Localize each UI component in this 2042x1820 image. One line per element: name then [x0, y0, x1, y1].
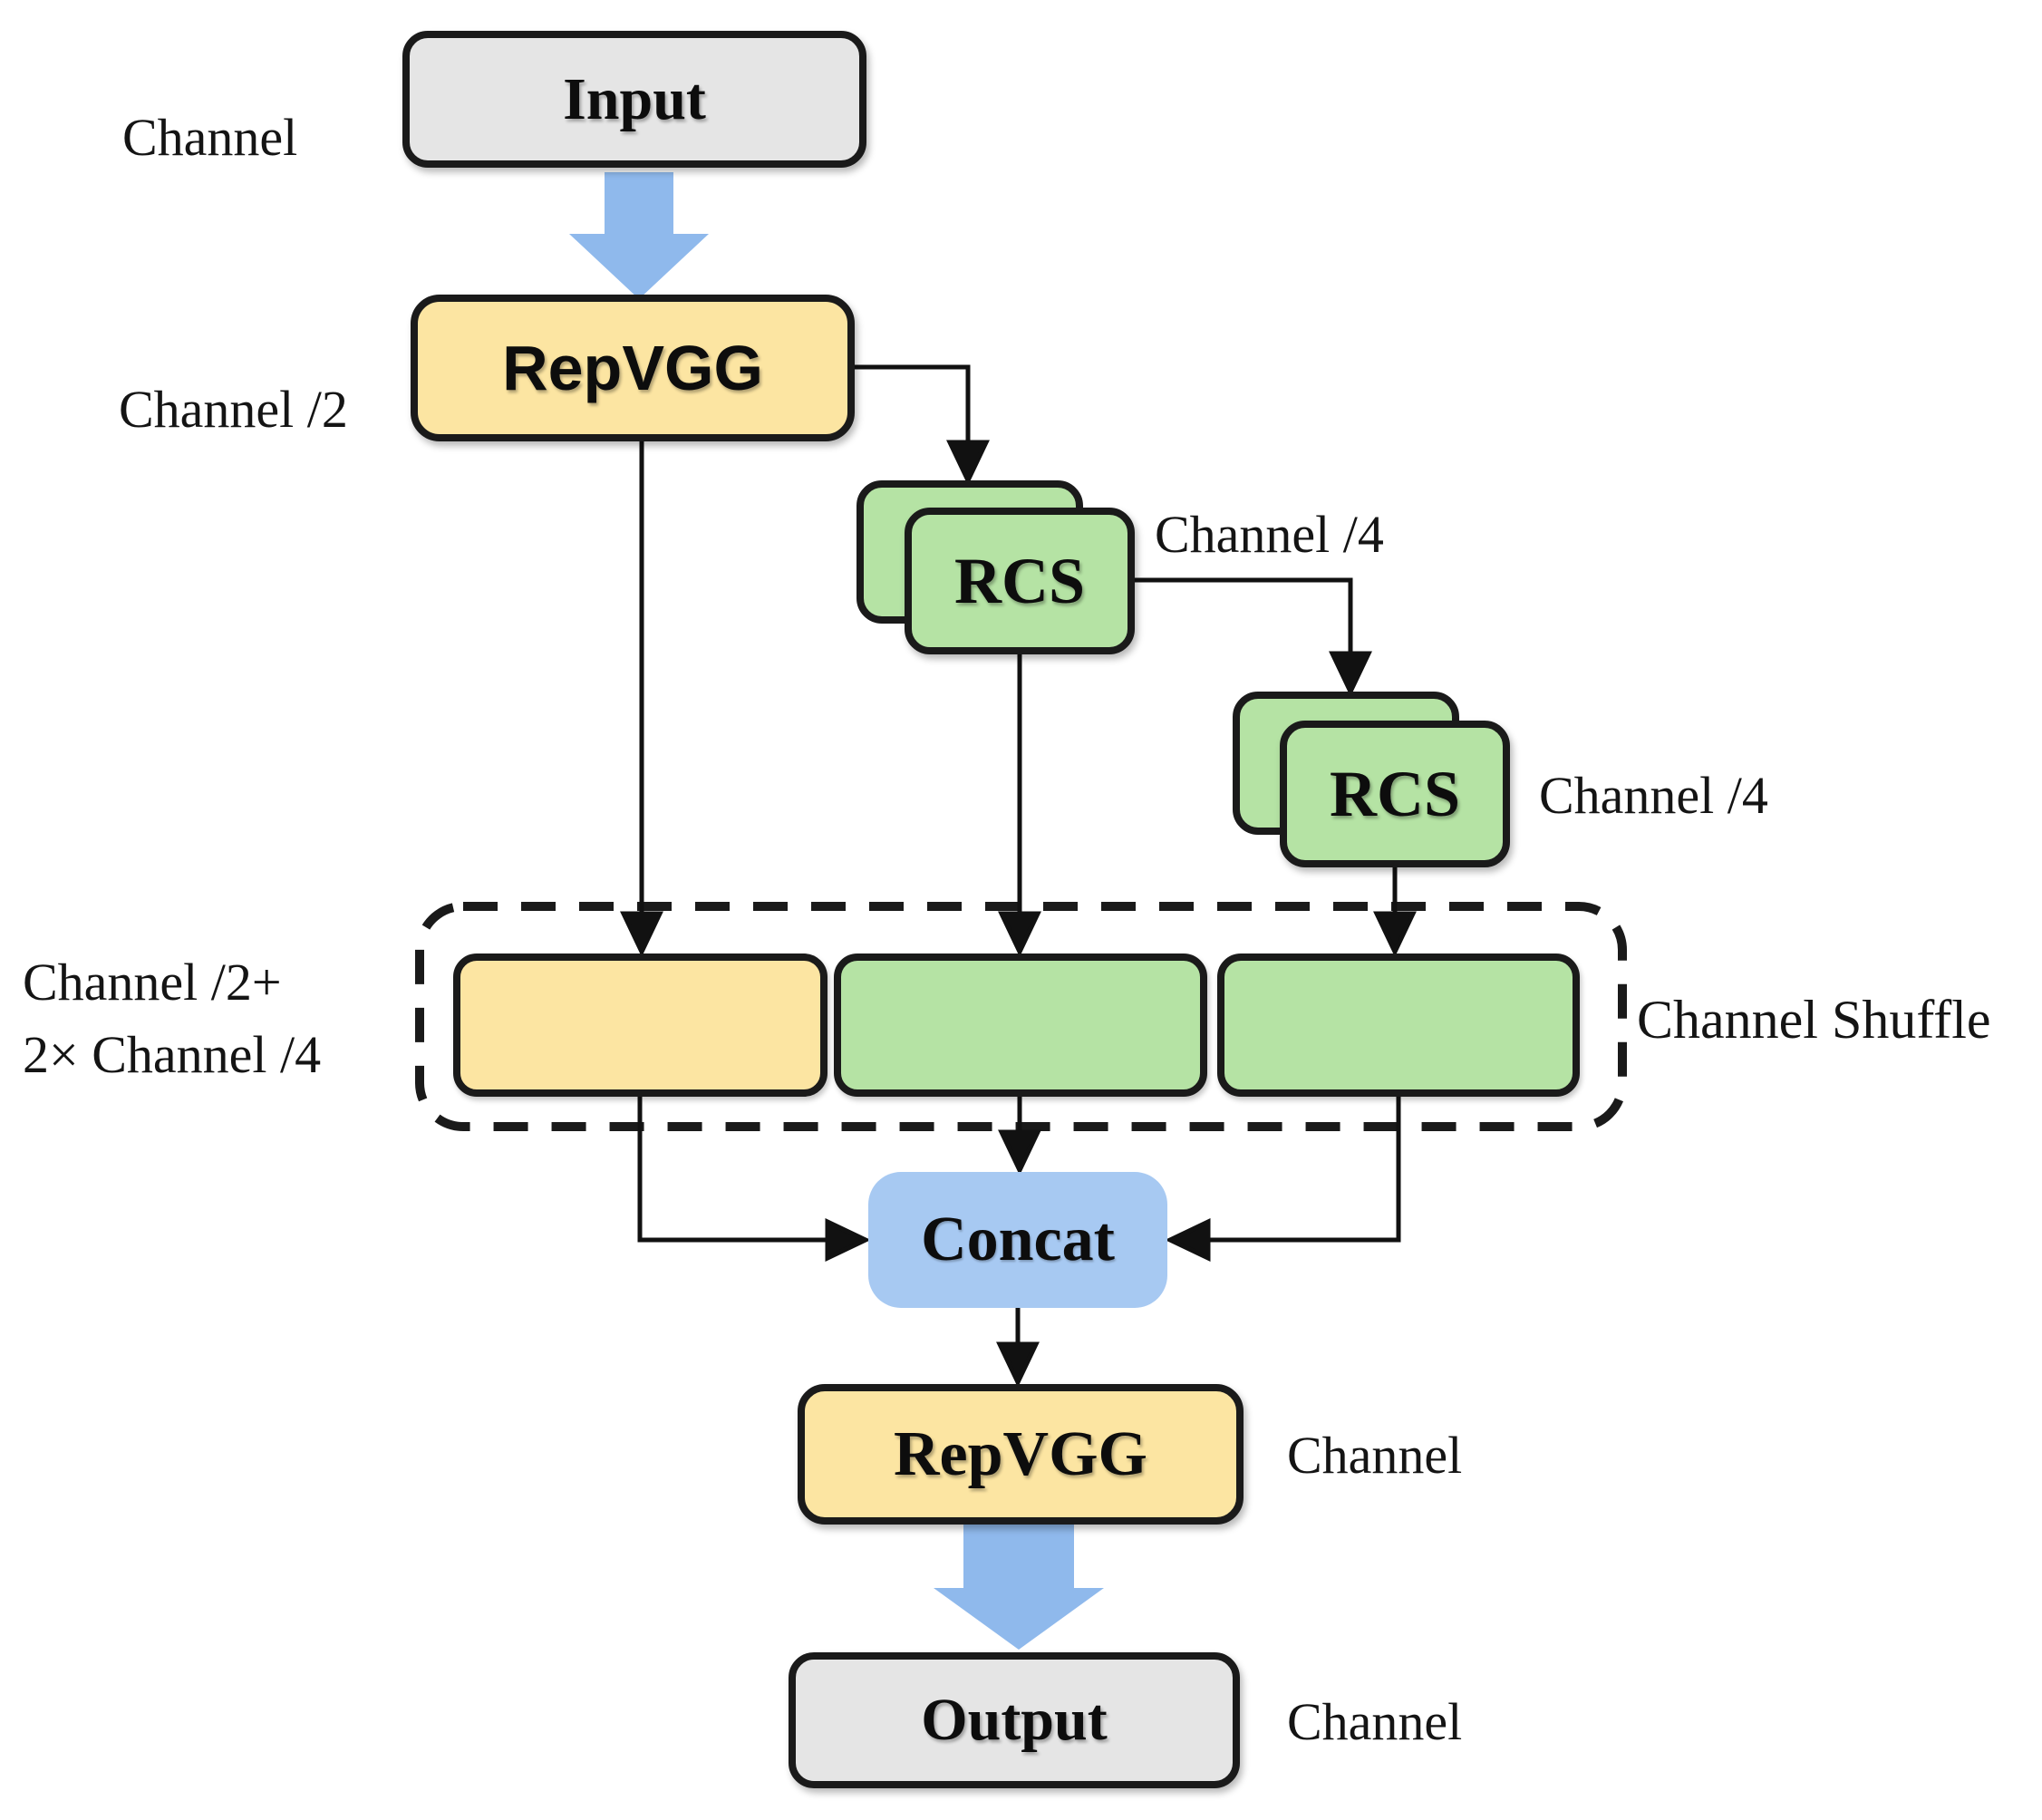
- node-output-label: Output: [921, 1687, 1108, 1753]
- connector-concat-to-repvgg: [996, 1308, 1040, 1388]
- label-channel-quarter-rcs1: Channel /4: [1155, 505, 1384, 564]
- label-channel-repvgg-bottom: Channel: [1287, 1426, 1463, 1485]
- node-rcs2: RCS: [1280, 721, 1510, 867]
- connector-slot1-to-concat: [637, 1097, 871, 1262]
- label-channel-input: Channel: [122, 108, 298, 167]
- shuffle-slot-green-1: [834, 954, 1207, 1097]
- connector-rcs1-to-rcs2: [1135, 577, 1372, 697]
- connector-rcs1-to-slot2: [998, 654, 1041, 957]
- node-repvgg-bottom-label: RepVGG: [894, 1418, 1147, 1489]
- connector-slot3-to-concat: [1165, 1097, 1401, 1262]
- node-repvgg-top: RepVGG: [411, 295, 855, 441]
- connector-rcs2-to-slot3: [1373, 867, 1417, 957]
- label-shuffle-sum-line2: 2× Channel /4: [23, 1025, 322, 1084]
- connector-repvgg-to-rcs1: [855, 364, 990, 486]
- label-channel-output: Channel: [1287, 1692, 1463, 1751]
- label-channel-quarter-rcs2: Channel /4: [1539, 766, 1768, 825]
- label-channel-shuffle: Channel Shuffle: [1637, 990, 1991, 1050]
- node-repvgg-bottom: RepVGG: [798, 1384, 1244, 1525]
- shuffle-slot-green-2: [1217, 954, 1580, 1097]
- node-rcs2-label: RCS: [1329, 757, 1461, 830]
- node-rcs1: RCS: [905, 508, 1135, 654]
- node-input-label: Input: [563, 65, 706, 132]
- node-concat-label: Concat: [921, 1205, 1115, 1274]
- shuffle-slot-yellow: [453, 954, 827, 1097]
- blue-arrow-repvgg-to-output: [934, 1525, 1104, 1650]
- label-shuffle-sum-line1: Channel /2+: [23, 953, 282, 1012]
- connector-slot2-to-concat: [998, 1097, 1041, 1176]
- blue-arrow-input-to-repvgg: [569, 172, 709, 299]
- connector-repvgg-to-slot1: [620, 441, 663, 957]
- node-repvgg-top-label: RepVGG: [502, 333, 763, 403]
- node-input: Input: [402, 31, 866, 168]
- node-output: Output: [789, 1652, 1240, 1788]
- label-channel-half: Channel /2: [119, 380, 348, 439]
- node-concat: Concat: [868, 1172, 1167, 1308]
- node-rcs1-label: RCS: [953, 544, 1086, 617]
